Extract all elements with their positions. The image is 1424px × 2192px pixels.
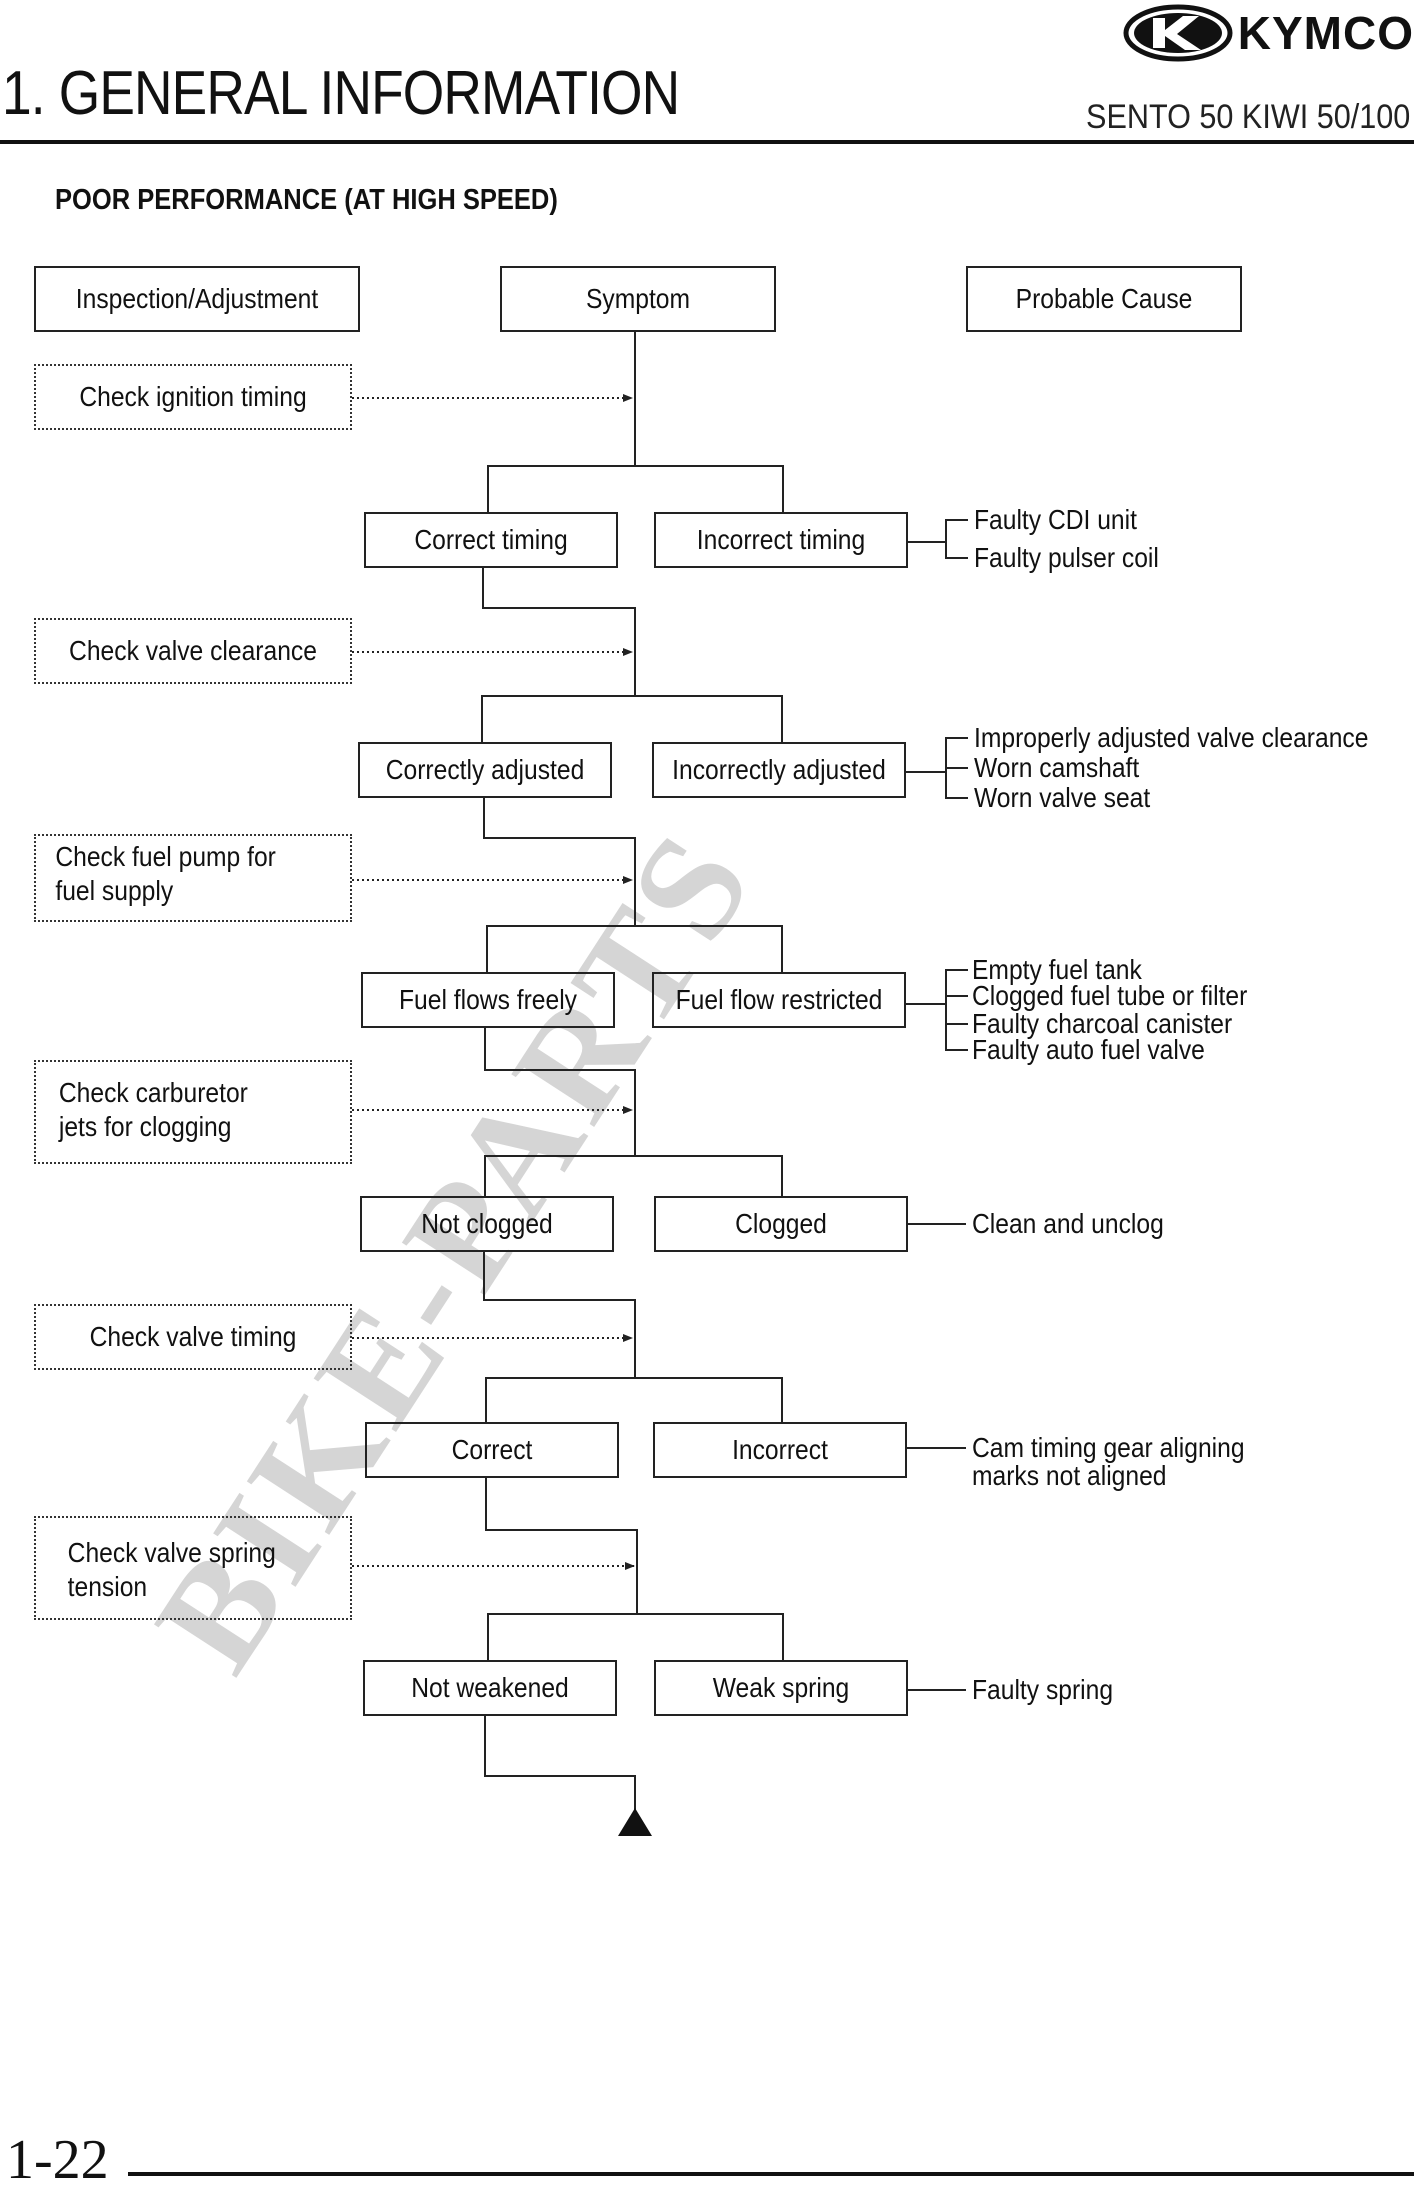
cause-empty-fuel-tank: Empty fuel tank — [972, 954, 1142, 985]
kymco-emblem-icon — [1123, 4, 1233, 62]
inspection-step-valve-clearance: Check valve clearance — [34, 618, 352, 684]
inspection-step-valve-spring: Check valve spring tension — [34, 1516, 352, 1620]
inspection-step-ignition-timing: Check ignition timing — [34, 364, 352, 430]
inspection-step-valve-timing: Check valve timing — [34, 1304, 352, 1370]
cause-cam-timing-marks: Cam timing gear aligning marks not align… — [972, 1432, 1245, 1491]
result-ok-step-5: Correct — [365, 1422, 619, 1478]
result-ng-step-4: Clogged — [654, 1196, 908, 1252]
cause-worn-valve-seat: Worn valve seat — [974, 782, 1151, 813]
kymco-logo: KYMCO — [1123, 4, 1414, 62]
result-ok-step-1: Correct timing — [364, 512, 618, 568]
footer-rule — [128, 2172, 1414, 2176]
result-ng-step-2: Incorrectly adjusted — [652, 742, 906, 798]
result-ok-step-2: Correctly adjusted — [358, 742, 612, 798]
cause-faulty-pulser-coil: Faulty pulser coil — [974, 542, 1159, 573]
cause-faulty-spring: Faulty spring — [972, 1674, 1114, 1705]
result-ng-step-5: Incorrect — [653, 1422, 907, 1478]
cause-charcoal-canister: Faulty charcoal canister — [972, 1008, 1233, 1039]
cause-auto-fuel-valve: Faulty auto fuel valve — [972, 1034, 1205, 1065]
cause-clean-and-unclog: Clean and unclog — [972, 1208, 1164, 1239]
cause-faulty-cdi-unit: Faulty CDI unit — [974, 504, 1137, 535]
inspection-step-carburetor-jets: Check carburetor jets for clogging — [34, 1060, 352, 1164]
page-title: 1. GENERAL INFORMATION — [2, 59, 680, 128]
column-header-inspection: Inspection/Adjustment — [34, 266, 360, 332]
inspection-step-fuel-pump: Check fuel pump for fuel supply — [34, 834, 352, 922]
continue-triangle-icon — [618, 1808, 652, 1836]
result-ok-step-3: Fuel flows freely — [361, 972, 615, 1028]
cause-worn-camshaft: Worn camshaft — [974, 752, 1140, 783]
result-ng-step-1: Incorrect timing — [654, 512, 908, 568]
brand-name: KYMCO — [1237, 7, 1414, 59]
cause-clogged-fuel-tube: Clogged fuel tube or filter — [972, 980, 1248, 1011]
cause-valve-clearance: Improperly adjusted valve clearance — [974, 722, 1369, 753]
column-header-symptom: Symptom — [500, 266, 776, 332]
model-name: SENTO 50 KIWI 50/100 — [1085, 98, 1410, 136]
page-number: 1-22 — [6, 2129, 109, 2191]
result-ng-step-3: Fuel flow restricted — [652, 972, 906, 1028]
result-ok-step-6: Not weakened — [363, 1660, 617, 1716]
section-title: POOR PERFORMANCE (AT HIGH SPEED) — [55, 184, 558, 216]
column-header-cause: Probable Cause — [966, 266, 1242, 332]
result-ok-step-4: Not clogged — [360, 1196, 614, 1252]
result-ng-step-6: Weak spring — [654, 1660, 908, 1716]
header-rule — [0, 140, 1414, 144]
